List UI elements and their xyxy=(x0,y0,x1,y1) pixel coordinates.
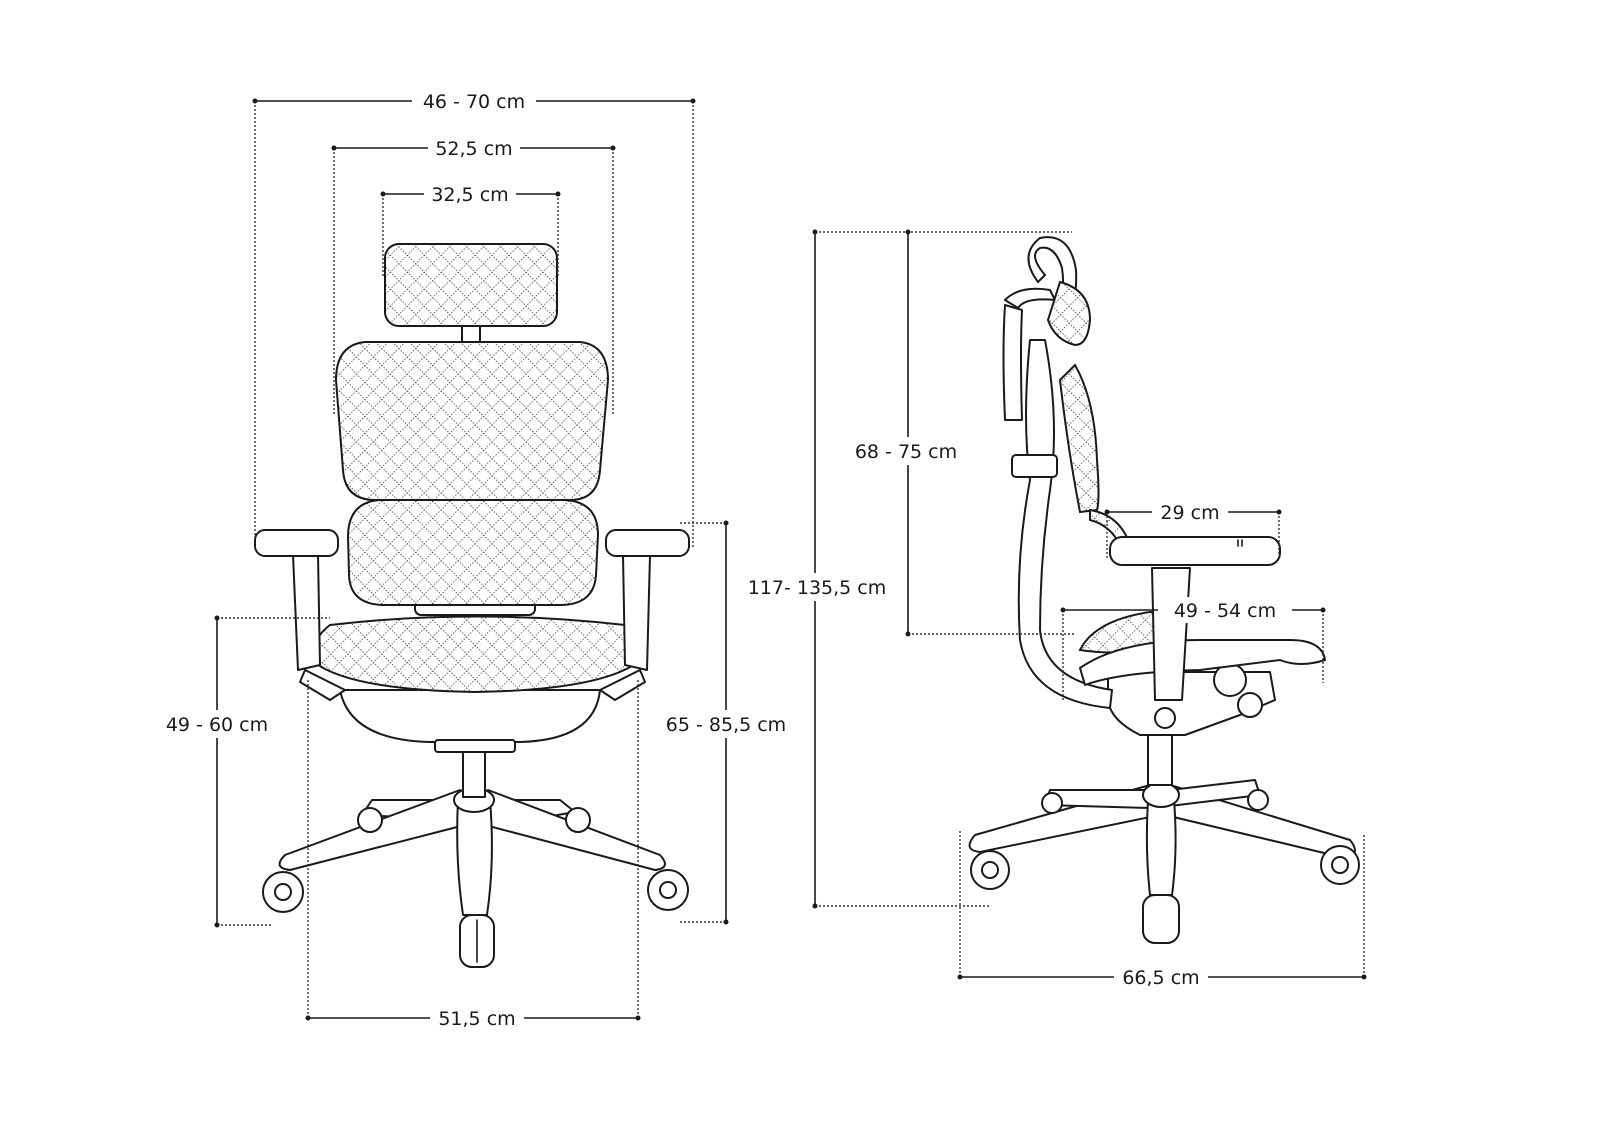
seat xyxy=(312,615,640,694)
side-headrest xyxy=(1046,280,1092,347)
front-view-chair xyxy=(254,243,690,968)
front-base xyxy=(262,751,689,968)
overall-width-label: 46 - 70 cm xyxy=(423,91,525,113)
seat-depth-label: 49 - 54 cm xyxy=(1174,600,1276,622)
left-armrest xyxy=(254,529,339,671)
headrest-width-label: 32,5 cm xyxy=(431,184,508,206)
lumbar-support xyxy=(346,499,600,606)
backrest-height-label: 68 - 75 cm xyxy=(855,441,957,463)
armrest-height-label: 65 - 85,5 cm xyxy=(666,714,786,736)
seat-height-label: 49 - 60 cm xyxy=(166,714,268,736)
dimension-labels: 46 - 70 cm 52,5 cm 32,5 cm 49 - 60 cm 65… xyxy=(155,88,1292,1031)
side-view-chair xyxy=(968,236,1360,944)
side-base xyxy=(968,734,1360,944)
back-frame xyxy=(1017,339,1113,709)
total-height-label: 117- 135,5 cm xyxy=(748,577,887,599)
base-width-label: 51,5 cm xyxy=(438,1008,515,1030)
headrest xyxy=(384,243,558,327)
side-backrest xyxy=(1058,363,1100,514)
backrest xyxy=(334,341,610,501)
front-seat-pan xyxy=(339,689,601,743)
base-depth-label: 66,5 cm xyxy=(1122,967,1199,989)
tilt-knob xyxy=(1213,663,1247,697)
backrest-width-label: 52,5 cm xyxy=(435,138,512,160)
right-armrest xyxy=(605,529,690,671)
armrest-length-label: 29 cm xyxy=(1160,502,1219,524)
